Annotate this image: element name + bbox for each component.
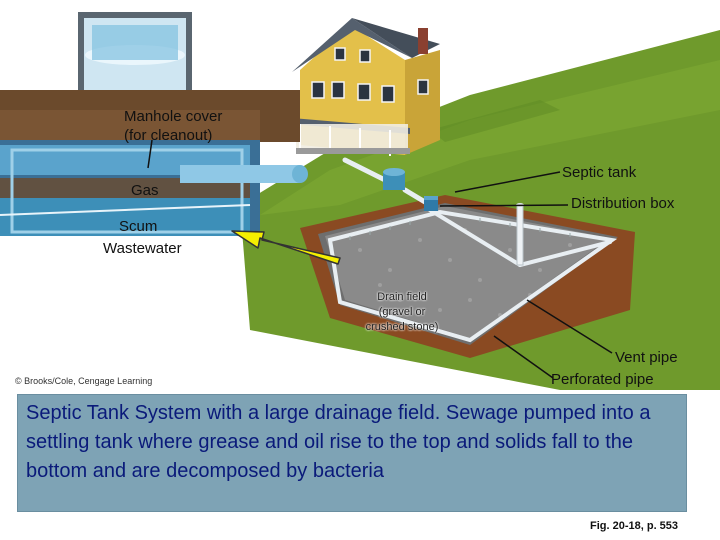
label-distribution-box: Distribution box — [571, 195, 675, 212]
label-drain-field-line1: Drain field — [377, 291, 427, 303]
copyright-credit: © Brooks/Cole, Cengage Learning — [15, 376, 153, 386]
leader-distribution-box — [439, 204, 569, 207]
figure-reference: Fig. 20-18, p. 553 — [590, 520, 679, 532]
distribution-box — [424, 196, 438, 211]
label-manhole-cover-line1: Manhole cover — [124, 108, 223, 125]
leader-vent-pipe — [526, 299, 613, 354]
label-septic-tank: Septic tank — [562, 164, 637, 181]
vent-pipe — [516, 203, 524, 266]
label-manhole-cover-line2: (for cleanout) — [124, 127, 213, 144]
label-drain-field-line2: (gravel or — [378, 306, 426, 318]
label-perforated-pipe: Perforated pipe — [551, 371, 654, 388]
septic-tank-small — [383, 168, 405, 190]
direction-arrow — [231, 230, 341, 265]
label-drain-field: Drain field (gravel or crushed stone) — [350, 290, 454, 335]
label-vent-pipe: Vent pipe — [615, 349, 678, 366]
leader-perforated-pipe — [493, 335, 554, 379]
house-windows — [311, 47, 429, 103]
gravel-texture — [358, 228, 572, 317]
caption-text: Septic Tank System with a large drainage… — [26, 402, 651, 482]
leader-lines — [147, 139, 613, 379]
label-scum: Scum — [119, 218, 158, 235]
drain-field-excavation — [300, 195, 635, 358]
label-manhole-cover: Manhole cover (for cleanout) — [124, 107, 222, 145]
label-wastewater: Wastewater — [103, 240, 182, 257]
septic-tank-cutaway — [0, 0, 308, 236]
label-drain-field-line3: crushed stone) — [365, 321, 439, 333]
caption-box: Septic Tank System with a large drainage… — [17, 394, 687, 512]
label-gas: Gas — [131, 182, 159, 199]
perforated-pipe-network — [327, 208, 618, 343]
perforation-marks — [349, 218, 571, 240]
leader-manhole — [147, 139, 153, 169]
house — [292, 18, 440, 156]
leader-septic-tank — [454, 171, 561, 193]
